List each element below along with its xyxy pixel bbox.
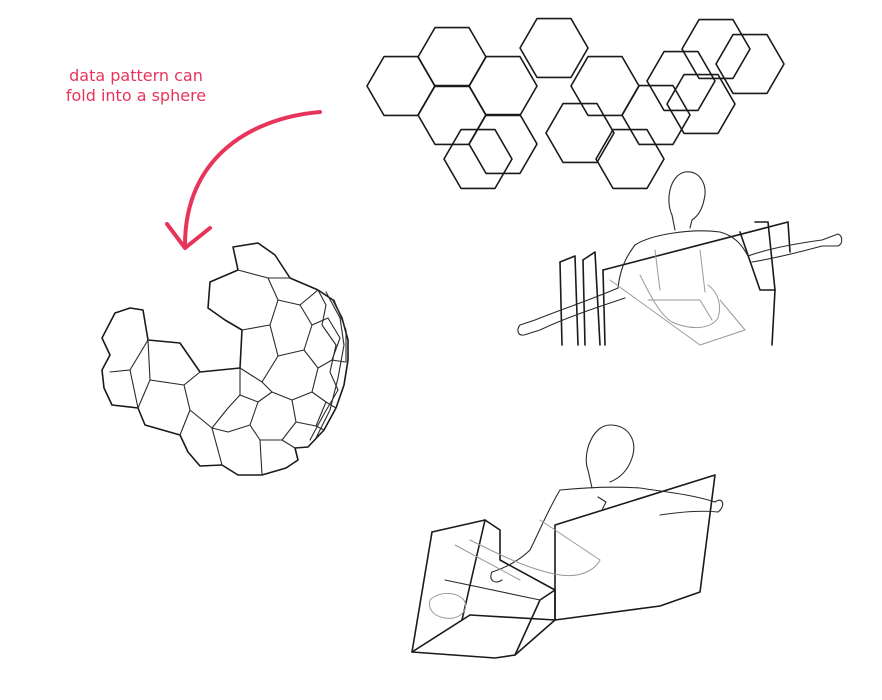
annotation-line-1: data pattern can [69,66,203,85]
hexagon-net-flat [366,17,785,190]
hexagon-cell [366,55,436,117]
hexagon-cell [443,128,513,190]
hexagon-cell [570,55,640,117]
hexagon-cell [666,73,736,135]
annotation-line-2: fold into a sphere [65,86,207,105]
annotation-note: data pattern can fold into a sphere [36,66,236,106]
hexagon-cell [468,113,538,175]
figure-lower-person [411,424,724,659]
hexagon-cell [519,17,589,79]
figure-upper-person [517,171,843,346]
hexagon-net-folded [101,242,349,476]
hexagon-cell [417,84,487,146]
hexagon-cell [621,84,691,146]
hexagon-cell [681,18,751,80]
hexagon-cell [646,50,716,112]
hexagon-cell [715,33,785,95]
hexagon-cell [595,128,665,190]
hexagon-cell [417,26,487,88]
hexagon-cell [545,102,615,164]
hexagon-cell [468,55,538,117]
fold-arrow [165,110,322,250]
folded-net-outline [101,242,349,476]
